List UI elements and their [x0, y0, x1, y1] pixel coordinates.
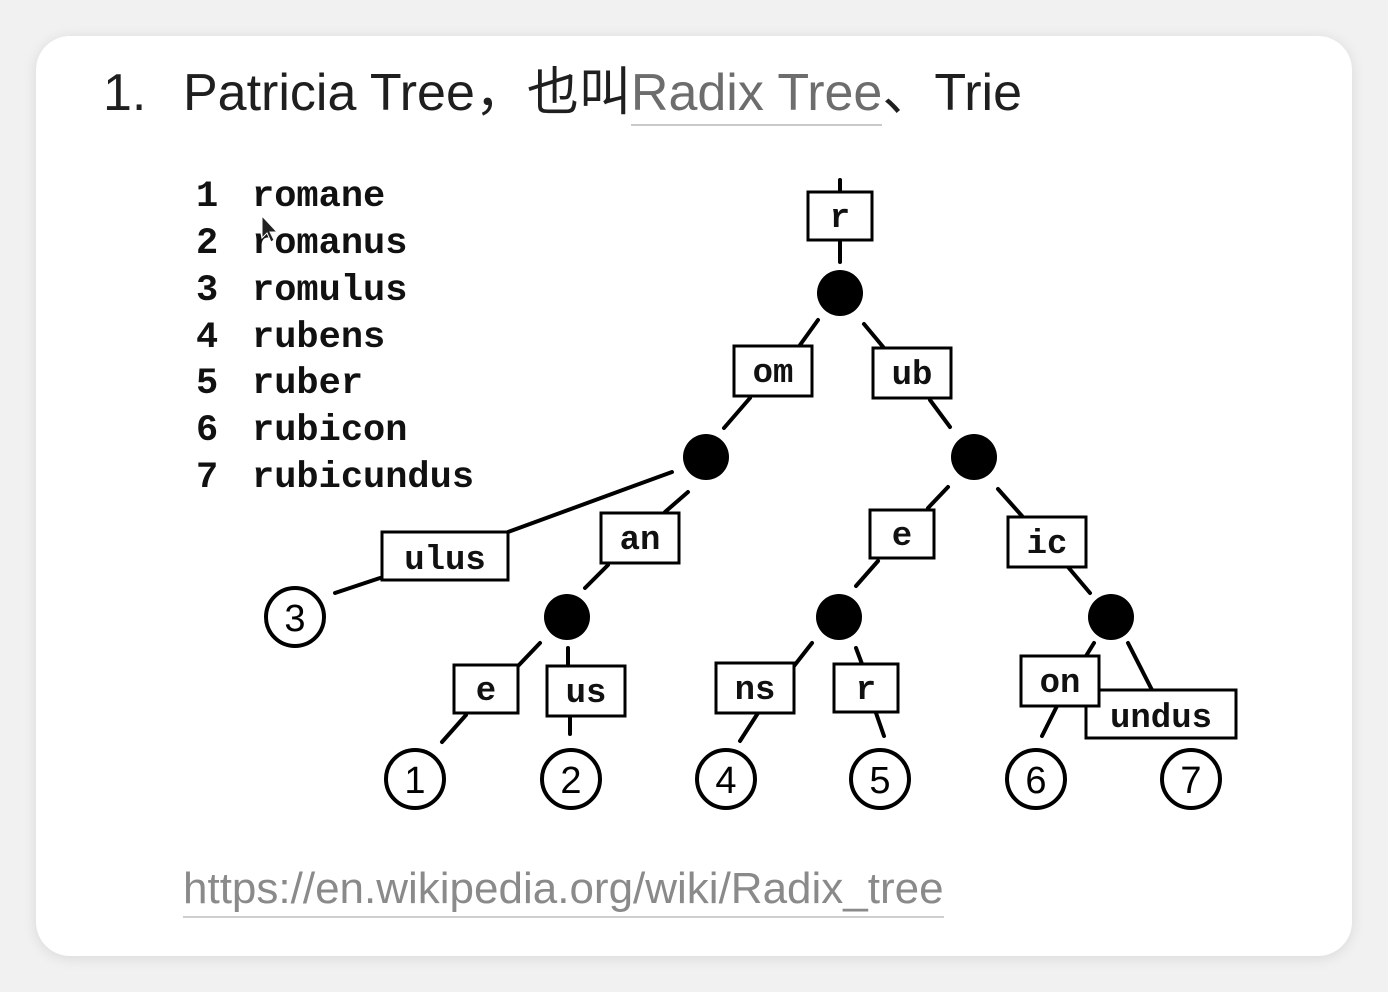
edge-om-bottom [722, 396, 752, 430]
edge-label-r-leaf: r [856, 672, 876, 710]
edge-r-bottom [874, 711, 886, 738]
edge-e-rub-top [926, 485, 950, 510]
tree-node-roman [544, 594, 590, 640]
label-box-ulus [380, 530, 510, 582]
content-card [36, 36, 1352, 956]
leaf-node-3 [264, 586, 326, 648]
word-list: 1 romane 2 romanus 3 romulus 4 rubens 5 … [196, 176, 474, 499]
label-box-an [599, 511, 681, 565]
tree-node-rom [683, 434, 729, 480]
edge-label-us: us [566, 675, 607, 713]
leaf-node-7 [1160, 748, 1222, 810]
edge-label-ulus: ulus [404, 542, 486, 580]
leaf-label-6: 6 [1025, 760, 1046, 802]
edge-label-ic: ic [1027, 526, 1068, 564]
word-text: romane [252, 176, 385, 218]
leaf-label-4: 4 [715, 760, 736, 802]
word-text: rubicon [252, 410, 407, 452]
leaf-node-4 [695, 748, 757, 810]
word-text: romanus [252, 223, 407, 265]
label-box-undus [1084, 688, 1238, 740]
tree-node-rube [816, 594, 862, 640]
edge-an-top [663, 490, 690, 514]
label-box-ic [1006, 515, 1088, 569]
label-box-us [545, 664, 627, 718]
edge-on-top [1084, 641, 1096, 658]
edge-label-an: an [620, 522, 661, 560]
edge-ub-bottom [928, 398, 952, 429]
edge-ulus-top [506, 470, 674, 534]
list-number: 1. [103, 64, 147, 122]
edge-r-top [854, 646, 864, 666]
edge-ic-top [996, 487, 1024, 518]
edge-label-ub: ub [892, 357, 933, 395]
word-index: 5 [196, 363, 218, 405]
edge-ub-top [862, 322, 886, 350]
edge-ulus-bottom [333, 576, 382, 595]
page-title: 1. Patricia Tree，也叫Radix Tree、Trie [103, 58, 1022, 128]
word-index: 1 [196, 176, 218, 218]
label-box-r-root [806, 190, 874, 242]
edge-on-bottom [1040, 704, 1059, 738]
word-text: rubens [252, 317, 385, 359]
edge-e-rub-bottom [854, 559, 880, 588]
edge-an-bottom [583, 563, 610, 590]
label-box-on [1019, 654, 1101, 708]
edge-label-e-roman: e [476, 673, 496, 711]
leaf-label-7: 7 [1180, 760, 1201, 802]
edge-label-om: om [753, 355, 794, 393]
edge-label-r-root: r [830, 200, 850, 238]
leaf-node-5 [849, 748, 911, 810]
edge-ns-top [792, 641, 814, 668]
word-text: ruber [252, 363, 363, 405]
edge-ic-bottom [1066, 565, 1092, 595]
leaf-label-2: 2 [560, 760, 581, 802]
label-box-om [732, 344, 814, 398]
label-box-e-roman [452, 663, 520, 715]
tree-node-root [817, 270, 863, 316]
word-index: 6 [196, 410, 218, 452]
tree-node-rubic [1088, 594, 1134, 640]
mouse-cursor-icon [261, 214, 279, 243]
label-box-ns [714, 661, 796, 715]
word-index: 7 [196, 457, 218, 499]
tree-node-rub [951, 434, 997, 480]
label-box-r-leaf [832, 662, 900, 714]
label-box-e-rub [868, 508, 936, 560]
word-index: 3 [196, 270, 218, 312]
leaf-label-5: 5 [869, 760, 890, 802]
edge-undus [1126, 641, 1154, 692]
title-suffix: 、Trie [882, 64, 1022, 122]
leaf-node-6 [1005, 748, 1067, 810]
wikipedia-source-link[interactable]: https://en.wikipedia.org/wiki/Radix_tree [183, 862, 944, 918]
edge-label-undus: undus [1110, 700, 1212, 738]
word-index: 2 [196, 223, 218, 265]
word-text: romulus [252, 270, 407, 312]
edge-label-ns: ns [735, 672, 776, 710]
edge-e-roman-top [516, 641, 542, 668]
title-text: Patricia Tree，也叫 [183, 64, 631, 122]
leaf-label-1: 1 [404, 760, 425, 802]
edge-label-e-rub: e [892, 518, 912, 556]
word-text: rubicundus [252, 457, 474, 499]
leaf-node-1 [384, 748, 446, 810]
word-index: 4 [196, 317, 218, 359]
radix-tree-link[interactable]: Radix Tree [630, 64, 883, 126]
label-box-ub [871, 346, 953, 400]
leaf-label-3: 3 [284, 598, 305, 640]
edge-om-top [798, 318, 820, 347]
leaf-node-2 [540, 748, 602, 810]
edge-label-on: on [1040, 665, 1081, 703]
edge-e-roman-bottom [440, 713, 468, 744]
edge-ns-bottom [738, 711, 760, 743]
